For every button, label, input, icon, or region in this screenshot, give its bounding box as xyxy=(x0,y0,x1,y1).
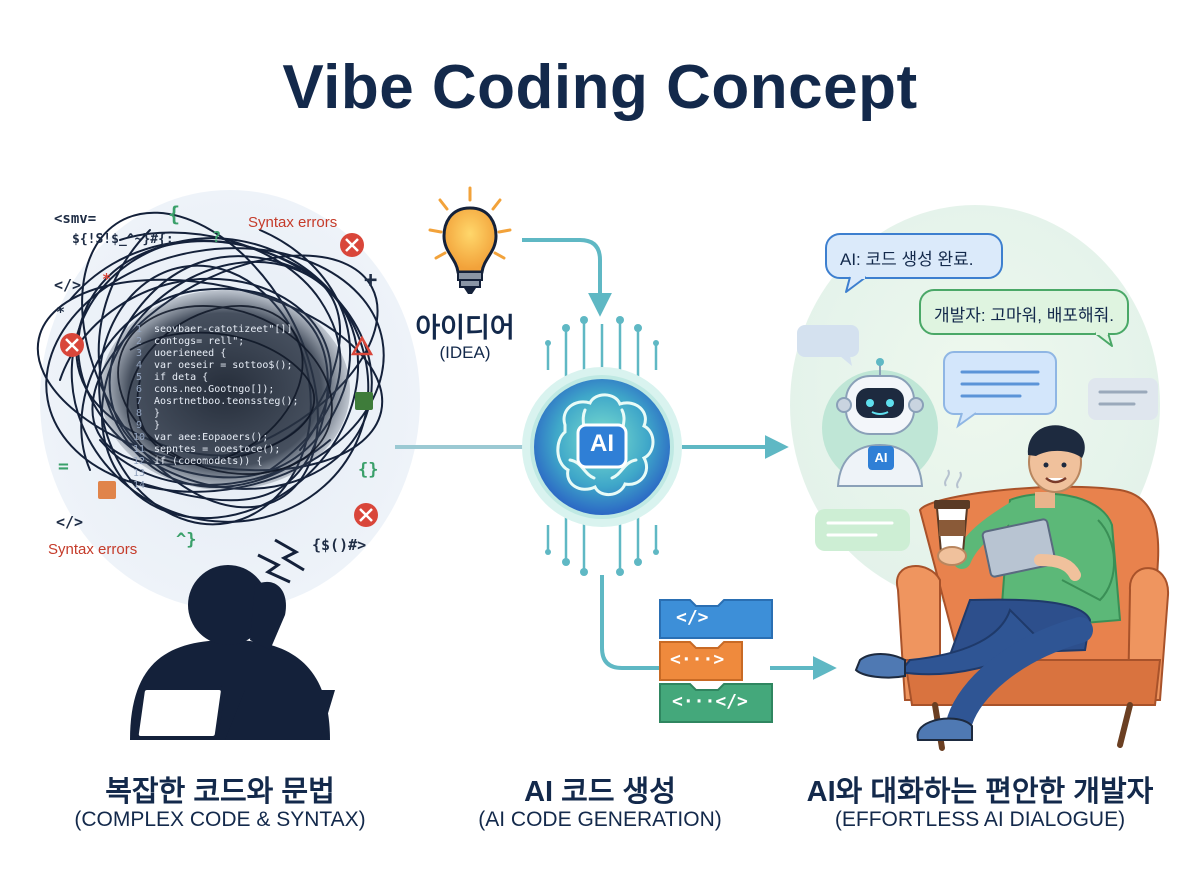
page-title: Vibe Coding Concept xyxy=(282,53,918,122)
error-x-icon xyxy=(340,233,364,257)
ai-chip-label: AI xyxy=(590,430,614,457)
idea-label: 아이디어 xyxy=(415,313,515,343)
line-number: 1 xyxy=(136,324,143,335)
chat-bubble-icon xyxy=(815,509,910,551)
caption-ai-dialogue-english: (EFFORTLESS AI DIALOGUE) xyxy=(834,808,1126,831)
line-number: 3 xyxy=(136,348,143,359)
circuit-nodes xyxy=(545,316,659,576)
line-number: 6 xyxy=(136,384,143,395)
ai-speech-bubble xyxy=(825,233,1003,293)
code-symbol: </> xyxy=(54,276,82,294)
caption-complex-code-english: (COMPLEX CODE & SYNTAX) xyxy=(74,808,366,831)
chat-bubble-icon xyxy=(1088,378,1158,420)
code-symbol: {} xyxy=(358,460,379,480)
error-x-icon xyxy=(60,333,84,357)
line-number: 11 xyxy=(133,444,146,455)
code-line: seovbaer-catotizeet"[]] xyxy=(154,324,293,335)
code-symbol: ? xyxy=(212,228,222,246)
code-fog xyxy=(100,290,350,490)
line-number: 4 xyxy=(136,360,143,371)
code-symbol: ${!S!$_^~}#{; xyxy=(72,232,174,247)
code-block-green xyxy=(659,683,773,723)
code-symbol: * xyxy=(56,303,66,321)
chat-bubble-icon xyxy=(797,325,859,366)
line-number: 5 xyxy=(136,372,143,383)
chat-bubble-icon xyxy=(943,351,1057,429)
code-line: } xyxy=(154,408,161,419)
syntax-error-label: Syntax errors xyxy=(248,214,338,231)
caption-complex-code: 복잡한 코드와 문법 xyxy=(105,776,335,808)
line-number: 9 xyxy=(136,420,143,431)
code-block-orange xyxy=(659,641,743,681)
code-symbol: + xyxy=(364,268,378,293)
caption-ai-generation-english: (AI CODE GENERATION) xyxy=(478,808,722,831)
ai-message-text: AI: 코드 생성 완료. xyxy=(840,250,974,269)
code-line: } xyxy=(154,420,161,431)
code-line: if deta { xyxy=(154,372,209,383)
code-block-label: </> xyxy=(676,607,709,628)
code-symbol: <smv= xyxy=(54,211,97,227)
robot-assistant-icon xyxy=(822,358,938,487)
stressed-developer-icon xyxy=(130,538,335,740)
idea-label-english: (IDEA) xyxy=(439,343,491,362)
line-number: 2 xyxy=(136,336,143,347)
ai-brain-chip-icon xyxy=(522,367,682,527)
code-symbol: * xyxy=(102,270,112,288)
code-symbol: {$()#> xyxy=(312,536,367,554)
line-number: 10 xyxy=(133,432,146,443)
code-line: Aosrtnetboo.teonssteg(); xyxy=(154,396,299,407)
code-line: sepntes = ooestoce(); xyxy=(154,444,281,455)
code-line: contogs= rell"; xyxy=(154,336,245,347)
arrow-ai-to-code xyxy=(600,575,660,670)
code-line: var oeseir = sottoo$(); xyxy=(154,360,293,371)
noise-square-icon xyxy=(355,392,373,410)
line-number: 7 xyxy=(136,396,143,407)
lightbulb-icon xyxy=(428,186,512,294)
code-line: cons.neo.Gootngo[]); xyxy=(154,384,275,395)
line-number: 14 xyxy=(133,480,146,491)
coffee-cup-icon xyxy=(934,469,970,566)
code-block-blue xyxy=(659,599,773,639)
tangled-lines-front xyxy=(117,304,333,475)
code-symbol: </> xyxy=(56,513,84,531)
code-line: if (coeomodets)) { xyxy=(154,456,263,467)
error-x-icon xyxy=(354,503,378,527)
caption-ai-generation: AI 코드 생성 xyxy=(524,776,676,808)
caption-ai-dialogue: AI와 대화하는 편안한 개발자 xyxy=(806,776,1154,808)
syntax-error-label: Syntax errors xyxy=(48,541,138,558)
noise-square-icon xyxy=(98,481,116,499)
code-symbol: ^} xyxy=(176,530,197,550)
developer-speech-bubble xyxy=(919,289,1129,347)
code-symbol: = xyxy=(58,456,69,477)
code-symbol: { xyxy=(168,202,181,226)
arrow-idea-to-ai xyxy=(522,238,612,317)
developer-message-text: 개발자: 고마워, 배포해줘. xyxy=(934,306,1115,325)
code-block-label: <···> xyxy=(670,649,725,670)
line-number: 8 xyxy=(136,408,143,419)
relaxed-developer-icon xyxy=(854,425,1122,741)
warning-triangle-icon xyxy=(350,335,374,356)
code-block-label: <···</> xyxy=(672,691,748,712)
code-line: uoerieneed { xyxy=(154,348,227,359)
code-line: var aee:Eopaoers(); xyxy=(154,432,269,443)
line-number: 12 xyxy=(133,456,146,467)
robot-ai-badge: AI xyxy=(874,450,888,465)
line-number: 13 xyxy=(133,468,146,479)
